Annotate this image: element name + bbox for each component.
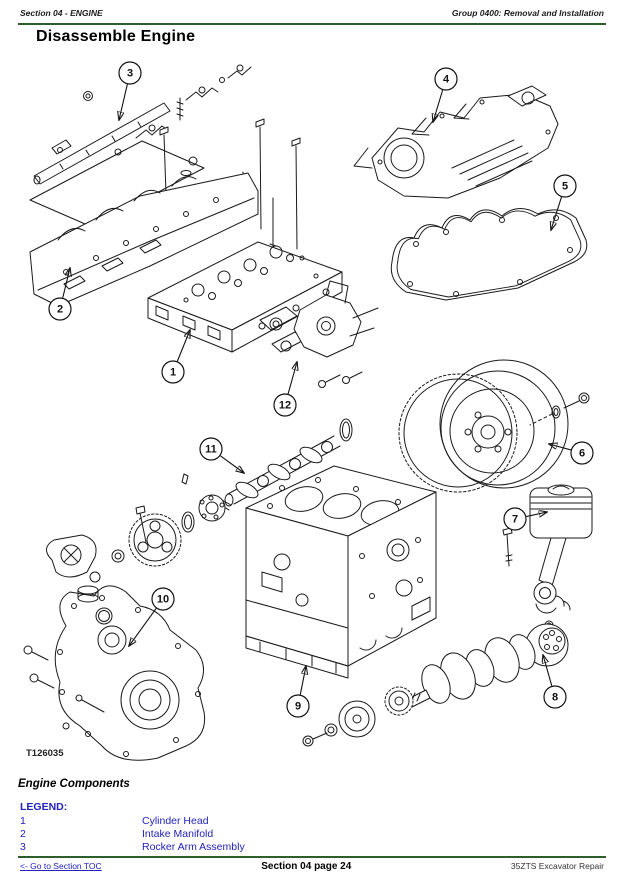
legend-item-1: 1 Cylinder Head: [20, 815, 245, 828]
callout-5: 5: [551, 174, 577, 230]
cylinder-block-part: [245, 465, 437, 679]
components-heading: Engine Components: [18, 778, 130, 790]
legend-title: LEGEND:: [20, 801, 68, 813]
page-title: Disassemble Engine: [36, 28, 196, 45]
flywheel-part: [398, 359, 590, 493]
callout-4: 4: [433, 67, 458, 122]
piston-connecting-rod-part: [502, 484, 593, 630]
svg-text:3: 3: [127, 68, 133, 80]
callout-7: 7: [503, 507, 547, 531]
header-section-label: Section 04 - ENGINE: [20, 8, 103, 18]
svg-text:12: 12: [279, 400, 291, 412]
callout-8: 8: [543, 655, 567, 709]
svg-text:10: 10: [157, 594, 169, 606]
footer-doc-label: 35ZTS Excavator Repair: [510, 861, 604, 871]
svg-text:2: 2: [57, 304, 63, 316]
callout-9: 9: [286, 666, 310, 718]
rocker-arm-assembly-part: [29, 64, 252, 228]
page-header: Section 04 - ENGINE Group 0400: Removal …: [20, 8, 604, 18]
legend-item-3: 3 Rocker Arm Assembly: [20, 841, 245, 854]
legend-item-label: Intake Manifold: [142, 828, 214, 840]
svg-text:7: 7: [512, 514, 518, 526]
callout-3: 3: [119, 61, 142, 120]
footer-page-label: Section 04 page 24: [261, 861, 352, 872]
header-rule: [18, 23, 606, 25]
thermostat-housing-part: [259, 280, 379, 388]
svg-text:11: 11: [205, 444, 217, 456]
figure-id: T126035: [26, 748, 64, 759]
legend-item-number: 3: [20, 841, 26, 853]
svg-text:4: 4: [443, 74, 450, 86]
callout-6: 6: [549, 441, 594, 465]
legend-item-label: Cylinder Head: [142, 815, 209, 827]
valve-cover-gasket-part: [390, 208, 588, 301]
callout-2: 2: [48, 268, 71, 321]
page-footer: <- Go to Section TOC Section 04 page 24 …: [20, 861, 604, 872]
legend-item-number: 1: [20, 815, 26, 827]
svg-text:9: 9: [295, 701, 301, 713]
svg-text:8: 8: [552, 692, 558, 704]
legend-item-number: 2: [20, 828, 26, 840]
camshaft-part: [111, 418, 353, 567]
front-cover-part: [23, 505, 206, 761]
crankshaft-part: [302, 623, 569, 747]
svg-text:5: 5: [562, 181, 568, 193]
go-to-section-toc-link[interactable]: <- Go to Section TOC: [20, 861, 102, 871]
callout-11: 11: [199, 437, 244, 473]
callout-12: 12: [273, 362, 297, 417]
callout-10: 10: [129, 587, 175, 646]
callout-1: 1: [161, 330, 190, 384]
svg-text:6: 6: [579, 448, 585, 460]
legend-item-2: 2 Intake Manifold: [20, 828, 245, 841]
header-group-label: Group 0400: Removal and Installation: [451, 8, 604, 18]
footer-rule: [18, 856, 606, 858]
svg-text:1: 1: [170, 367, 176, 379]
legend-item-label: Rocker Arm Assembly: [142, 841, 245, 853]
intake-manifold-part: [29, 172, 259, 307]
exhaust-manifold-part: [353, 85, 559, 199]
